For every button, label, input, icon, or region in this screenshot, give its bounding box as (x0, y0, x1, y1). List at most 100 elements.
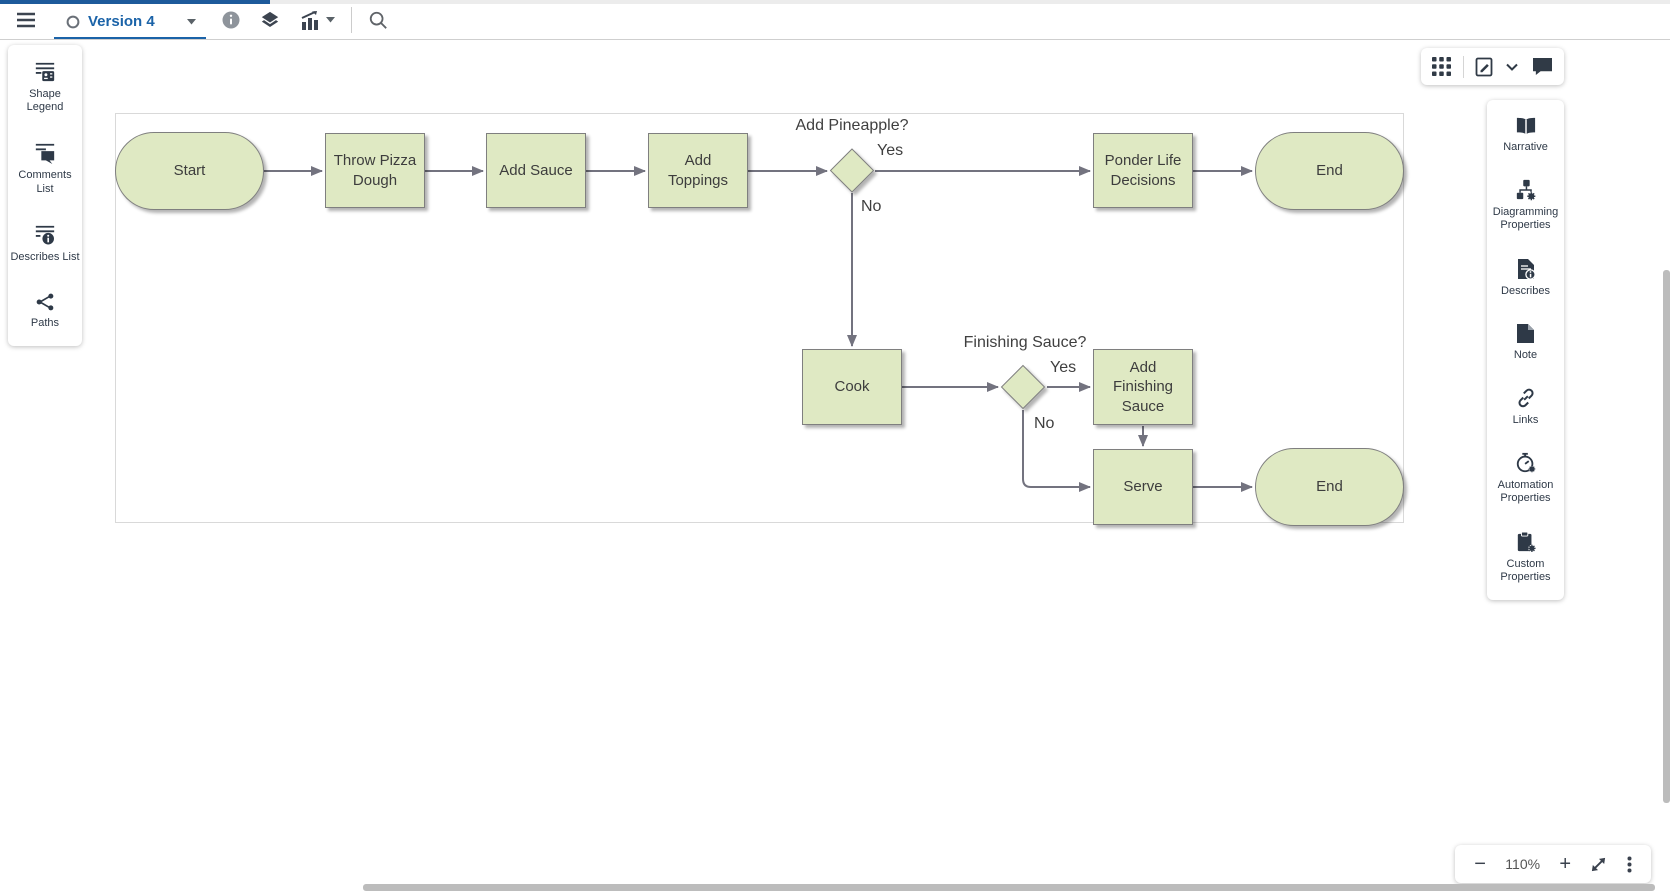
flow-node-add-sauce[interactable]: Add Sauce (486, 133, 586, 208)
diagram-page-boundary (115, 113, 1404, 523)
comments-button[interactable] (1530, 55, 1555, 78)
toolbar-divider (351, 6, 352, 33)
grid-icon (1432, 57, 1452, 76)
flow-node-throw-pizza-dough[interactable]: Throw Pizza Dough (325, 133, 425, 208)
links-icon (1515, 387, 1537, 409)
right-panel-item-label: Narrative (1503, 141, 1548, 153)
more-options-icon (1627, 856, 1632, 873)
caret-down-icon (187, 18, 196, 25)
left-panel-item-comments-list[interactable]: Comments List (10, 142, 80, 195)
node-label: Start (173, 162, 206, 180)
node-label: Serve (1123, 478, 1163, 496)
flow-node-ponder-life-decisions[interactable]: Ponder Life Decisions (1093, 133, 1193, 208)
describes-icon (1516, 258, 1536, 280)
left-panel-item-shape-legend[interactable]: Shape Legend (10, 61, 80, 114)
circle-outline-icon (66, 15, 80, 29)
zoom-in-button[interactable]: + (1559, 853, 1572, 875)
node-label: Cook (834, 378, 870, 396)
edge-label-yes: Yes (877, 142, 904, 159)
right-panel-item-label: Diagramming Properties (1492, 206, 1559, 232)
info-button[interactable] (212, 0, 250, 40)
top-toolbar: Version 4 (0, 0, 1670, 40)
automation-properties-icon (1515, 452, 1537, 474)
caret-down-icon (326, 16, 335, 23)
node-label: Add Sauce (499, 161, 573, 179)
layers-button[interactable] (250, 0, 290, 40)
toolbar-divider (1462, 55, 1464, 78)
node-label: Add Finishing Sauce (1112, 358, 1174, 415)
chart-icon (300, 10, 322, 30)
fit-screen-button[interactable] (1590, 856, 1607, 873)
more-options-button[interactable] (1627, 856, 1632, 873)
diagramming-properties-icon (1515, 179, 1537, 201)
document-edit-icon (1475, 57, 1493, 77)
right-panel-item-label: Custom Properties (1500, 557, 1551, 583)
decision-label-add-pineapple: Add Pineapple? (795, 117, 909, 134)
comment-icon (1532, 57, 1553, 76)
top-progress-bar (0, 0, 270, 4)
document-edit-button[interactable] (1473, 55, 1495, 79)
note-icon (1516, 323, 1535, 344)
top-progress-track (0, 0, 1670, 4)
left-panel-item-label: Paths (30, 316, 60, 329)
right-panel-item-label: Describes (1501, 284, 1550, 297)
flow-node-add-finishing-sauce[interactable]: Add Finishing Sauce (1093, 349, 1193, 425)
right-panel-item-note[interactable]: Note (1489, 323, 1562, 362)
edge-label-no: No (1034, 415, 1055, 432)
menu-icon (16, 12, 36, 28)
node-label: Add Toppings (667, 152, 729, 189)
document-options-button[interactable] (1504, 61, 1520, 73)
right-panel-item-label: Links (1512, 413, 1539, 426)
right-panel-item-diagramming-properties[interactable]: Diagramming Properties (1489, 179, 1562, 232)
flow-node-serve[interactable]: Serve (1093, 449, 1193, 525)
layers-icon (260, 11, 280, 29)
right-panel-item-label: Automation Properties (1497, 479, 1554, 505)
left-panel-item-label: Describes List (10, 250, 80, 263)
version-selector-value: Version 4 (88, 13, 155, 30)
left-panel-item-label: Comments List (18, 169, 72, 195)
right-properties-panel: Narrative Diagramming Properties Describ… (1487, 100, 1564, 600)
version-selector[interactable]: Version 4 (54, 7, 206, 39)
node-label: End (1316, 478, 1343, 496)
right-panel-item-describes[interactable]: Describes (1489, 258, 1562, 298)
zoom-level: 110% (1505, 856, 1541, 872)
flow-node-start[interactable]: Start (115, 132, 264, 210)
comments-list-icon (34, 142, 56, 165)
node-label: Throw Pizza Dough (333, 152, 417, 189)
right-panel-item-automation-properties[interactable]: Automation Properties (1489, 452, 1562, 505)
left-panel-item-label: Shape Legend (26, 88, 64, 114)
edge-label-yes: Yes (1050, 359, 1077, 376)
search-icon (368, 10, 388, 30)
fit-screen-icon (1590, 856, 1607, 873)
right-panel-item-narrative[interactable]: Narrative (1489, 116, 1562, 154)
horizontal-scrollbar[interactable] (363, 884, 1655, 891)
flow-node-add-toppings[interactable]: Add Toppings (648, 133, 748, 208)
paths-icon (35, 292, 55, 312)
search-button[interactable] (358, 0, 398, 40)
describes-list-icon (34, 224, 56, 246)
edge-label-no: No (861, 198, 882, 215)
info-icon (222, 11, 240, 29)
zoom-out-button[interactable]: − (1474, 853, 1486, 875)
flow-node-cook[interactable]: Cook (802, 349, 902, 425)
right-panel-item-links[interactable]: Links (1489, 387, 1562, 427)
chart-button[interactable] (290, 0, 345, 40)
narrative-book-icon (1515, 116, 1537, 136)
shape-legend-icon (34, 61, 56, 83)
vertical-scrollbar[interactable] (1663, 270, 1670, 803)
menu-button[interactable] (6, 0, 46, 40)
decision-label-finishing-sauce: Finishing Sauce? (963, 334, 1087, 351)
left-panel-item-describes-list[interactable]: Describes List (10, 224, 80, 264)
chevron-down-icon (1506, 63, 1519, 71)
flow-node-end-top[interactable]: End (1255, 132, 1404, 210)
flow-node-end-bottom[interactable]: End (1255, 448, 1404, 526)
custom-properties-icon (1516, 531, 1536, 553)
connector-finishing-no-to-serve[interactable] (1022, 410, 1091, 492)
right-panel-item-custom-properties[interactable]: Custom Properties (1489, 531, 1562, 584)
left-tool-panel: Shape Legend Comments List Describes Lis… (8, 45, 82, 347)
left-panel-item-paths[interactable]: Paths (10, 292, 80, 330)
node-label: End (1316, 162, 1343, 180)
node-label: Ponder Life Decisions (1104, 152, 1182, 189)
grid-view-button[interactable] (1430, 55, 1453, 78)
canvas-toolbar (1421, 48, 1564, 85)
